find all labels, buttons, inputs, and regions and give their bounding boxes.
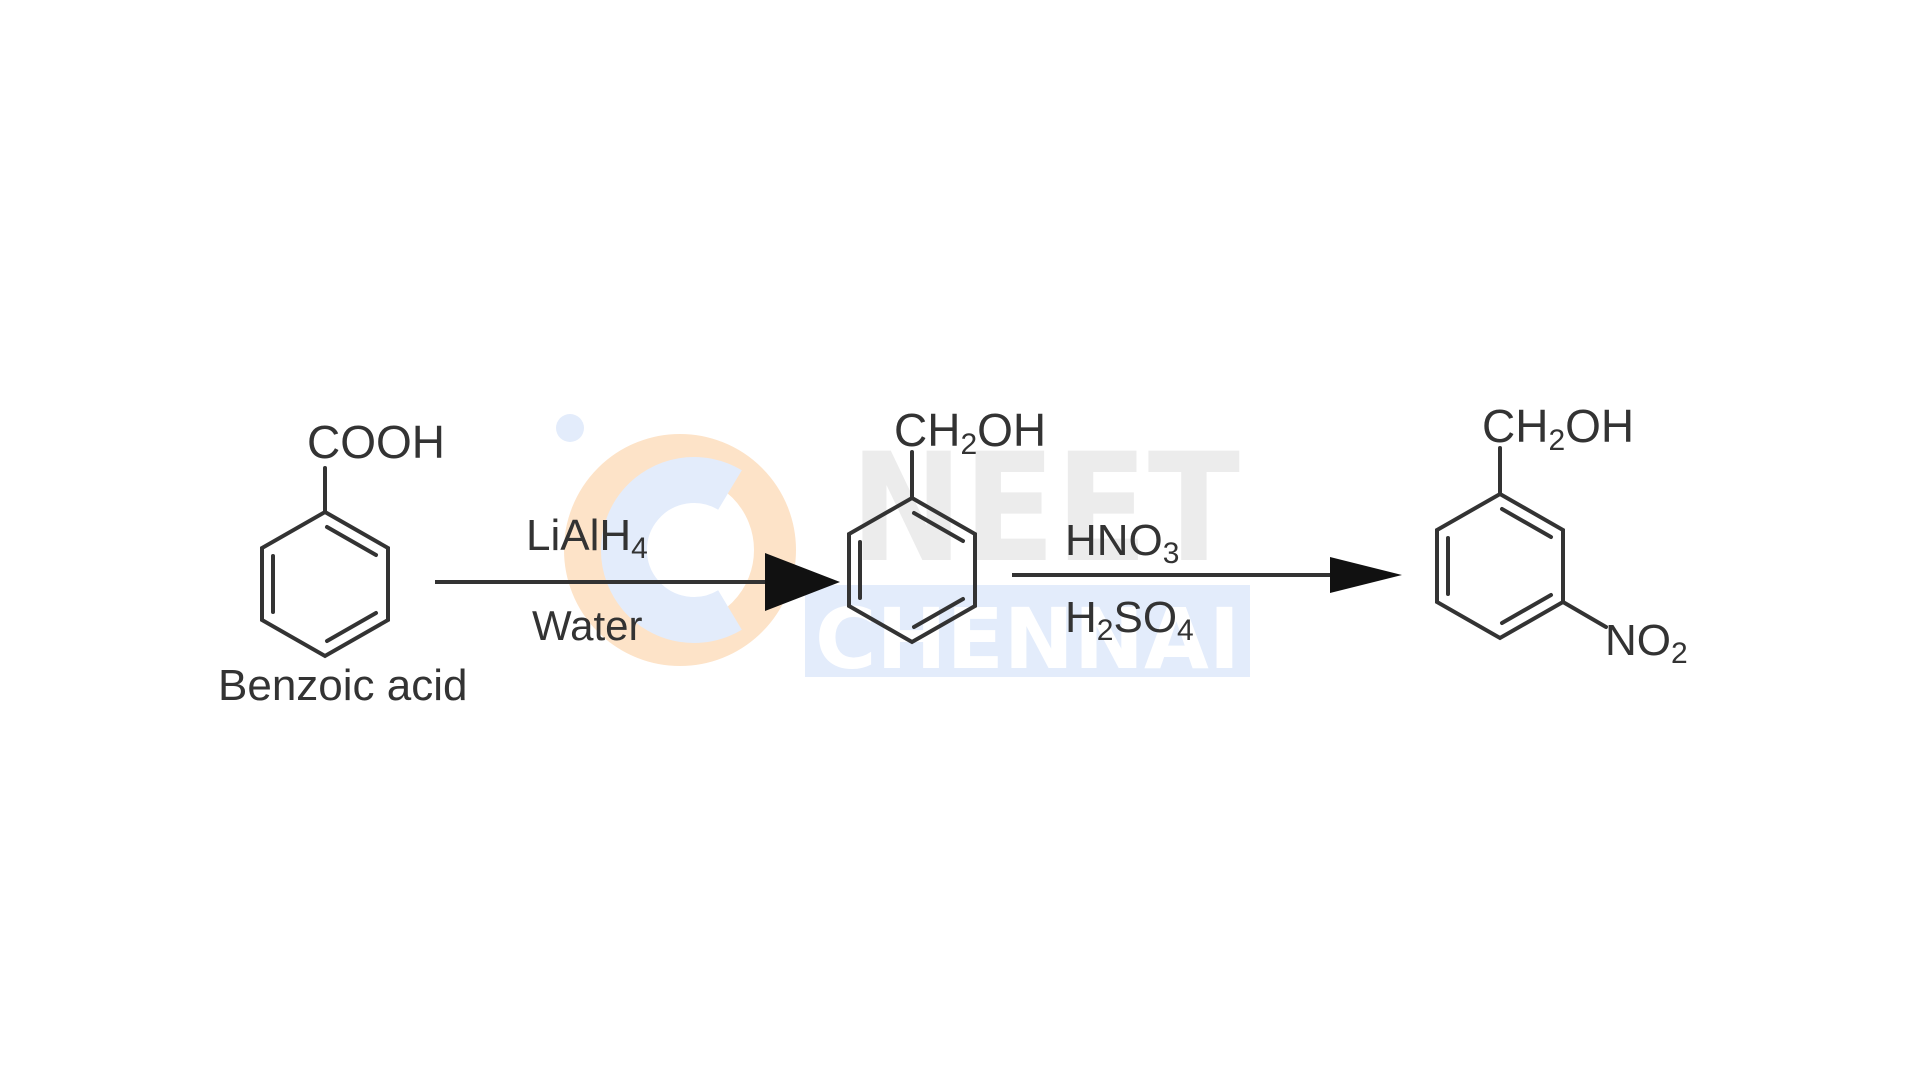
watermark: NEET CHENNAI [556,414,1250,688]
reagent-h2so4: H2SO4 [1065,593,1194,647]
watermark-logo-c [601,457,742,643]
inner-bond-3b [1500,593,1553,625]
substituent-cooh: COOH [307,416,445,468]
watermark-logo-ring [564,434,796,666]
benzene-ring-3 [1435,491,1565,641]
reagent-lialh4: LiAlH4 [526,511,648,565]
substituent-no2: NO2 [1605,616,1688,670]
arrow-1-head [765,553,840,611]
substituent-ch2oh-2: CH2OH [894,404,1046,461]
reaction-arrow-1: LiAlH4 Water [435,511,840,649]
molecule-benzyl-alcohol: CH2OH [847,404,1046,645]
reaction-arrow-2: HNO3 H2SO4 [1012,516,1402,647]
arrow-2-head [1330,557,1402,593]
nitro-bond [1561,600,1608,629]
reagent-water: Water [532,602,642,649]
inner-bond-1a [325,525,378,557]
reagent-hno3: HNO3 [1065,516,1179,570]
inner-bond-2b [912,597,965,629]
inner-bond-3a [1500,507,1553,539]
watermark-brand-bottom: CHENNAI [815,590,1240,688]
molecule-name-benzoic-acid: Benzoic acid [218,661,467,710]
molecule-3-nitrobenzyl-alcohol: CH2OH NO2 [1435,400,1688,670]
watermark-banner [805,585,1250,677]
watermark-brand-top: NEET [850,422,1240,596]
watermark-logo-dot [556,414,584,442]
molecule-benzoic-acid: COOH Benzoic acid [218,416,467,710]
substituent-ch2oh-3: CH2OH [1482,400,1634,457]
inner-bond-1b [325,611,378,643]
benzene-ring-1 [260,509,390,659]
benzene-ring-2 [847,495,977,645]
inner-bond-2a [912,511,965,543]
